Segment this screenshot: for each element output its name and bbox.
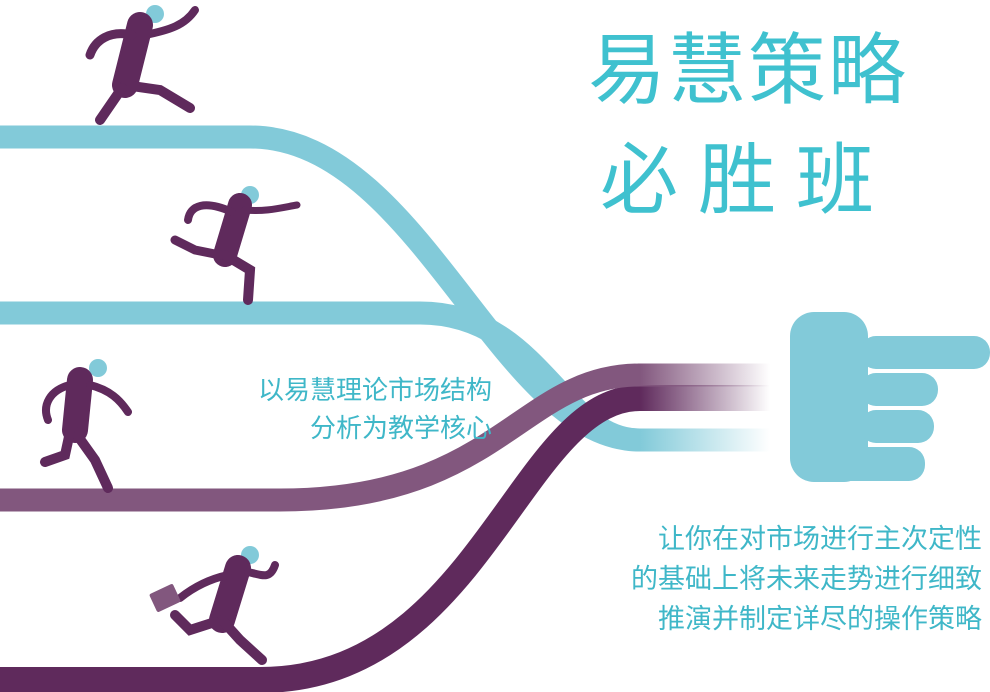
runner-2-icon [170, 186, 301, 305]
middle-text: 以易慧理论市场结构 分析为教学核心 [212, 372, 492, 448]
ribbon-blue-second [0, 301, 641, 452]
pointing-hand-icon [790, 312, 990, 482]
title-line-2: 必胜班 [600, 136, 895, 226]
runner-1-icon [85, 5, 199, 125]
runner-3-icon [40, 359, 132, 493]
bottom-text: 让你在对市场进行主次定性 的基础上将未来走势进行细致 推演并制定详尽的操作策略 [631, 520, 982, 640]
bottom-text-line-1: 让你在对市场进行主次定性 [658, 524, 982, 555]
runner-4-icon [170, 546, 279, 665]
bottom-text-line-2: 的基础上将未来走势进行细致 [631, 564, 982, 595]
ribbon-purple [0, 363, 641, 512]
briefcase-icon [149, 584, 181, 612]
middle-text-line-2: 分析为教学核心 [309, 414, 492, 444]
bottom-text-line-3: 推演并制定详尽的操作策略 [658, 604, 982, 635]
title-line-1: 易慧策略 [588, 26, 909, 116]
middle-text-line-1: 以易慧理论市场结构 [257, 376, 492, 406]
ribbon-dark-purple [0, 385, 641, 692]
